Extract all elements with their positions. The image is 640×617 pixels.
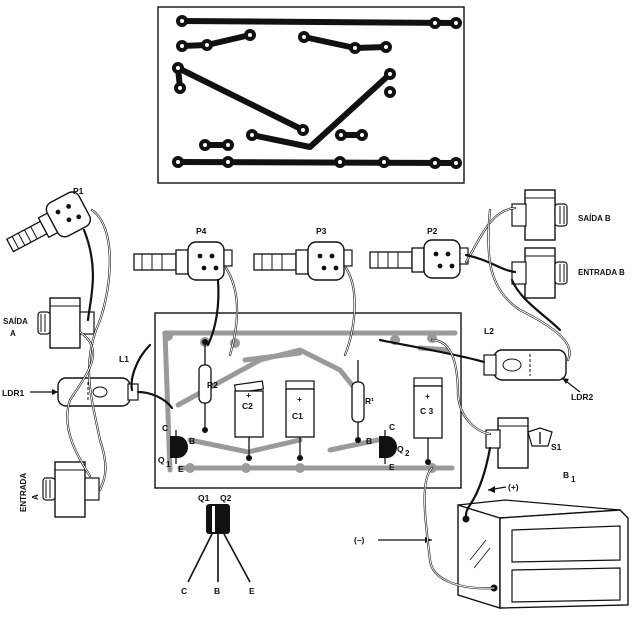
labels: P1 P4 P3 P2 L1 L2 LDR1 LDR2 SAÍDA A ENTR… — [2, 186, 625, 596]
jack-entrada-a — [42, 461, 100, 518]
label-pin-c: C — [181, 586, 187, 596]
jack-entrada-b — [511, 247, 568, 299]
label-entrada-b: ENTRADA B — [578, 268, 625, 277]
label-pin-b: B — [214, 586, 220, 596]
label-p1: P1 — [73, 186, 84, 196]
capacitor-c3 — [413, 377, 443, 465]
label-saida-b: SAÍDA B — [578, 214, 611, 223]
label-minus: (–) — [354, 535, 365, 545]
label-c3-plus: + — [425, 391, 430, 401]
label-plus: (+) — [508, 482, 519, 492]
label-c2-plus: + — [246, 390, 251, 400]
label-entrada-a: ENTRADA — [19, 473, 28, 512]
battery-b1 — [378, 486, 629, 609]
pcb-pads — [172, 15, 462, 169]
resistor-r1 — [351, 360, 365, 443]
potentiometer-p2 — [369, 239, 469, 279]
label-q2-b: B — [366, 436, 372, 446]
potentiometer-p3 — [253, 241, 353, 281]
label-entrada-a-letter: A — [31, 494, 40, 500]
potentiometer-p1 — [5, 191, 92, 253]
pcb-foil-layout — [157, 6, 465, 184]
label-l2: L2 — [484, 326, 494, 336]
label-pin-e: E — [249, 586, 255, 596]
label-c1: C1 — [292, 411, 303, 421]
ldr1-lamp-tube — [30, 377, 139, 407]
label-q2-c: C — [389, 422, 395, 432]
transistor-pinout — [187, 504, 251, 583]
label-s1: S1 — [551, 442, 562, 452]
label-q1-c: C — [162, 423, 168, 433]
transistor-q1 — [170, 430, 188, 464]
label-pin-q2: Q2 — [220, 493, 232, 503]
label-p2: P2 — [427, 226, 438, 236]
label-b1-sub: 1 — [571, 475, 576, 484]
label-p3: P3 — [316, 226, 327, 236]
wiring — [66, 206, 571, 590]
label-c3: C 3 — [420, 406, 434, 416]
label-q1-sub: 1 — [166, 460, 171, 469]
label-saida-a-letter: A — [10, 329, 16, 338]
label-ldr1: LDR1 — [2, 388, 24, 398]
jack-saida-b — [511, 189, 568, 241]
label-b1: B — [563, 470, 569, 480]
capacitor-c2 — [233, 380, 265, 461]
label-ldr2: LDR2 — [571, 392, 593, 402]
transistor-q2 — [379, 430, 397, 464]
label-saida-a: SAÍDA — [3, 317, 28, 326]
jack-saida-a — [37, 297, 95, 349]
label-l1: L1 — [119, 354, 129, 364]
label-q2: Q — [397, 444, 404, 454]
label-c1-plus: + — [297, 394, 302, 404]
ldr2-lamp-tube — [483, 349, 581, 393]
label-q1: Q — [158, 455, 165, 465]
label-q1-b: B — [189, 436, 195, 446]
label-pin-q1: Q1 — [198, 493, 210, 503]
label-q2-e: E — [389, 462, 395, 472]
label-q2-sub: 2 — [405, 449, 410, 458]
potentiometer-p4 — [133, 241, 233, 281]
switch-s1 — [485, 417, 553, 469]
resistor-r2 — [198, 339, 212, 433]
capacitor-c1 — [285, 380, 315, 461]
label-c2: C2 — [242, 401, 253, 411]
label-r1: R¹ — [365, 396, 374, 406]
label-q1-e: E — [178, 464, 184, 474]
label-r2: R2 — [207, 380, 218, 390]
label-p4: P4 — [196, 226, 207, 236]
